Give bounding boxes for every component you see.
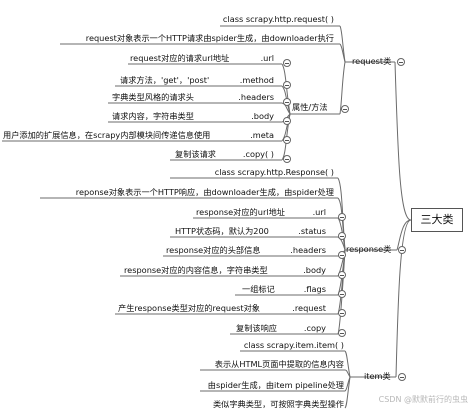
request-attr-desc-meta[interactable]: 用户添加的扩展信息，在scrapy内部模块间传递信息使用	[3, 130, 211, 140]
collapse-response-body-icon[interactable]	[338, 271, 346, 279]
request-attr-desc-copy[interactable]: 复制该请求	[175, 149, 216, 159]
collapse-request-meta-icon[interactable]	[283, 136, 291, 144]
collapse-attr-group-icon[interactable]	[341, 105, 349, 113]
collapse-request-headers-icon[interactable]	[283, 98, 291, 106]
collapse-response-request-icon[interactable]	[338, 309, 346, 317]
collapse-request-method-icon[interactable]	[283, 81, 291, 89]
response-attr-desc-flags[interactable]: 一组标记	[242, 284, 275, 294]
response-attr-name-url[interactable]: .url	[312, 207, 326, 217]
collapse-response-status-icon[interactable]	[338, 232, 346, 240]
collapse-response-url-icon[interactable]	[338, 213, 346, 221]
request-attr-name-meta[interactable]: .meta	[250, 130, 274, 140]
item-class-node[interactable]: item类	[364, 371, 391, 381]
request-class-node[interactable]: request类	[352, 56, 392, 66]
response-attr-name-body[interactable]: .body	[303, 265, 326, 275]
request-attr-desc-body[interactable]: 请求内容，字符串类型	[112, 111, 194, 121]
collapse-response-icon[interactable]	[398, 246, 406, 254]
response-class-title[interactable]: class scrapy.http.Response( )	[214, 167, 334, 177]
item-row-content[interactable]: 表示从HTML页面中提取的信息内容	[214, 359, 344, 369]
collapse-request-body-icon[interactable]	[283, 117, 291, 125]
request-attr-desc-method[interactable]: 请求方法，'get'，'post'	[120, 75, 210, 85]
request-attr-name-method[interactable]: .method	[239, 75, 274, 85]
request-attr-name-url[interactable]: .url	[260, 53, 274, 63]
request-attr-desc-url[interactable]: request对应的请求url地址	[130, 53, 230, 63]
collapse-response-flags-icon[interactable]	[338, 290, 346, 298]
response-attr-name-status[interactable]: .status	[298, 226, 326, 236]
response-attr-name-flags[interactable]: .flags	[303, 284, 326, 294]
request-attr-desc-headers[interactable]: 字典类型风格的请求头	[112, 92, 194, 102]
item-row-dict[interactable]: 类似字典类型，可按照字典类型操作	[212, 399, 344, 409]
item-row-pipeline[interactable]: 由spider生成，由item pipeline处理	[207, 380, 344, 390]
request-attr-name-headers[interactable]: .headers	[238, 92, 274, 102]
item-class-title[interactable]: class scrapy.item.item( )	[243, 340, 344, 350]
response-attr-desc-request[interactable]: 产生response类型对应的request对象	[118, 303, 260, 313]
collapse-item-icon[interactable]	[398, 373, 406, 381]
response-attr-desc-body[interactable]: response对应的内容信息，字符串类型	[124, 265, 268, 275]
root-node[interactable]: 三大类	[411, 208, 463, 232]
response-attr-name-headers[interactable]: .headers	[290, 245, 326, 255]
response-attr-desc-url[interactable]: response对应的url地址	[196, 207, 285, 217]
request-class-desc[interactable]: request对象表示一个HTTP请求由spider生成，由downloader…	[85, 33, 334, 43]
request-class-title[interactable]: class scrapy.http.request( )	[222, 14, 334, 24]
request-attr-group-node[interactable]: 属性/方法	[292, 102, 328, 112]
response-attr-desc-headers[interactable]: response对应的头部信息	[166, 245, 261, 255]
request-attr-name-copy[interactable]: .copy( )	[242, 149, 274, 159]
collapse-request-url-icon[interactable]	[283, 59, 291, 67]
collapse-request-icon[interactable]	[397, 58, 405, 66]
watermark: CSDN @默默前行的虫虫	[378, 395, 468, 404]
collapse-response-copy-icon[interactable]	[338, 329, 346, 337]
response-attr-name-copy[interactable]: .copy	[303, 323, 326, 333]
request-attr-name-body[interactable]: .body	[251, 111, 274, 121]
response-attr-desc-status[interactable]: HTTP状态码，默认为200	[175, 226, 269, 236]
response-class-desc[interactable]: reponse对象表示一个HTTP响应，由downloader生成，由spide…	[75, 187, 334, 197]
collapse-request-copy-icon[interactable]	[283, 155, 291, 163]
collapse-response-headers-icon[interactable]	[338, 251, 346, 259]
response-class-node[interactable]: response类	[346, 244, 392, 254]
response-attr-name-request[interactable]: .request	[292, 303, 326, 313]
response-attr-desc-copy[interactable]: 复制该响应	[236, 323, 277, 333]
